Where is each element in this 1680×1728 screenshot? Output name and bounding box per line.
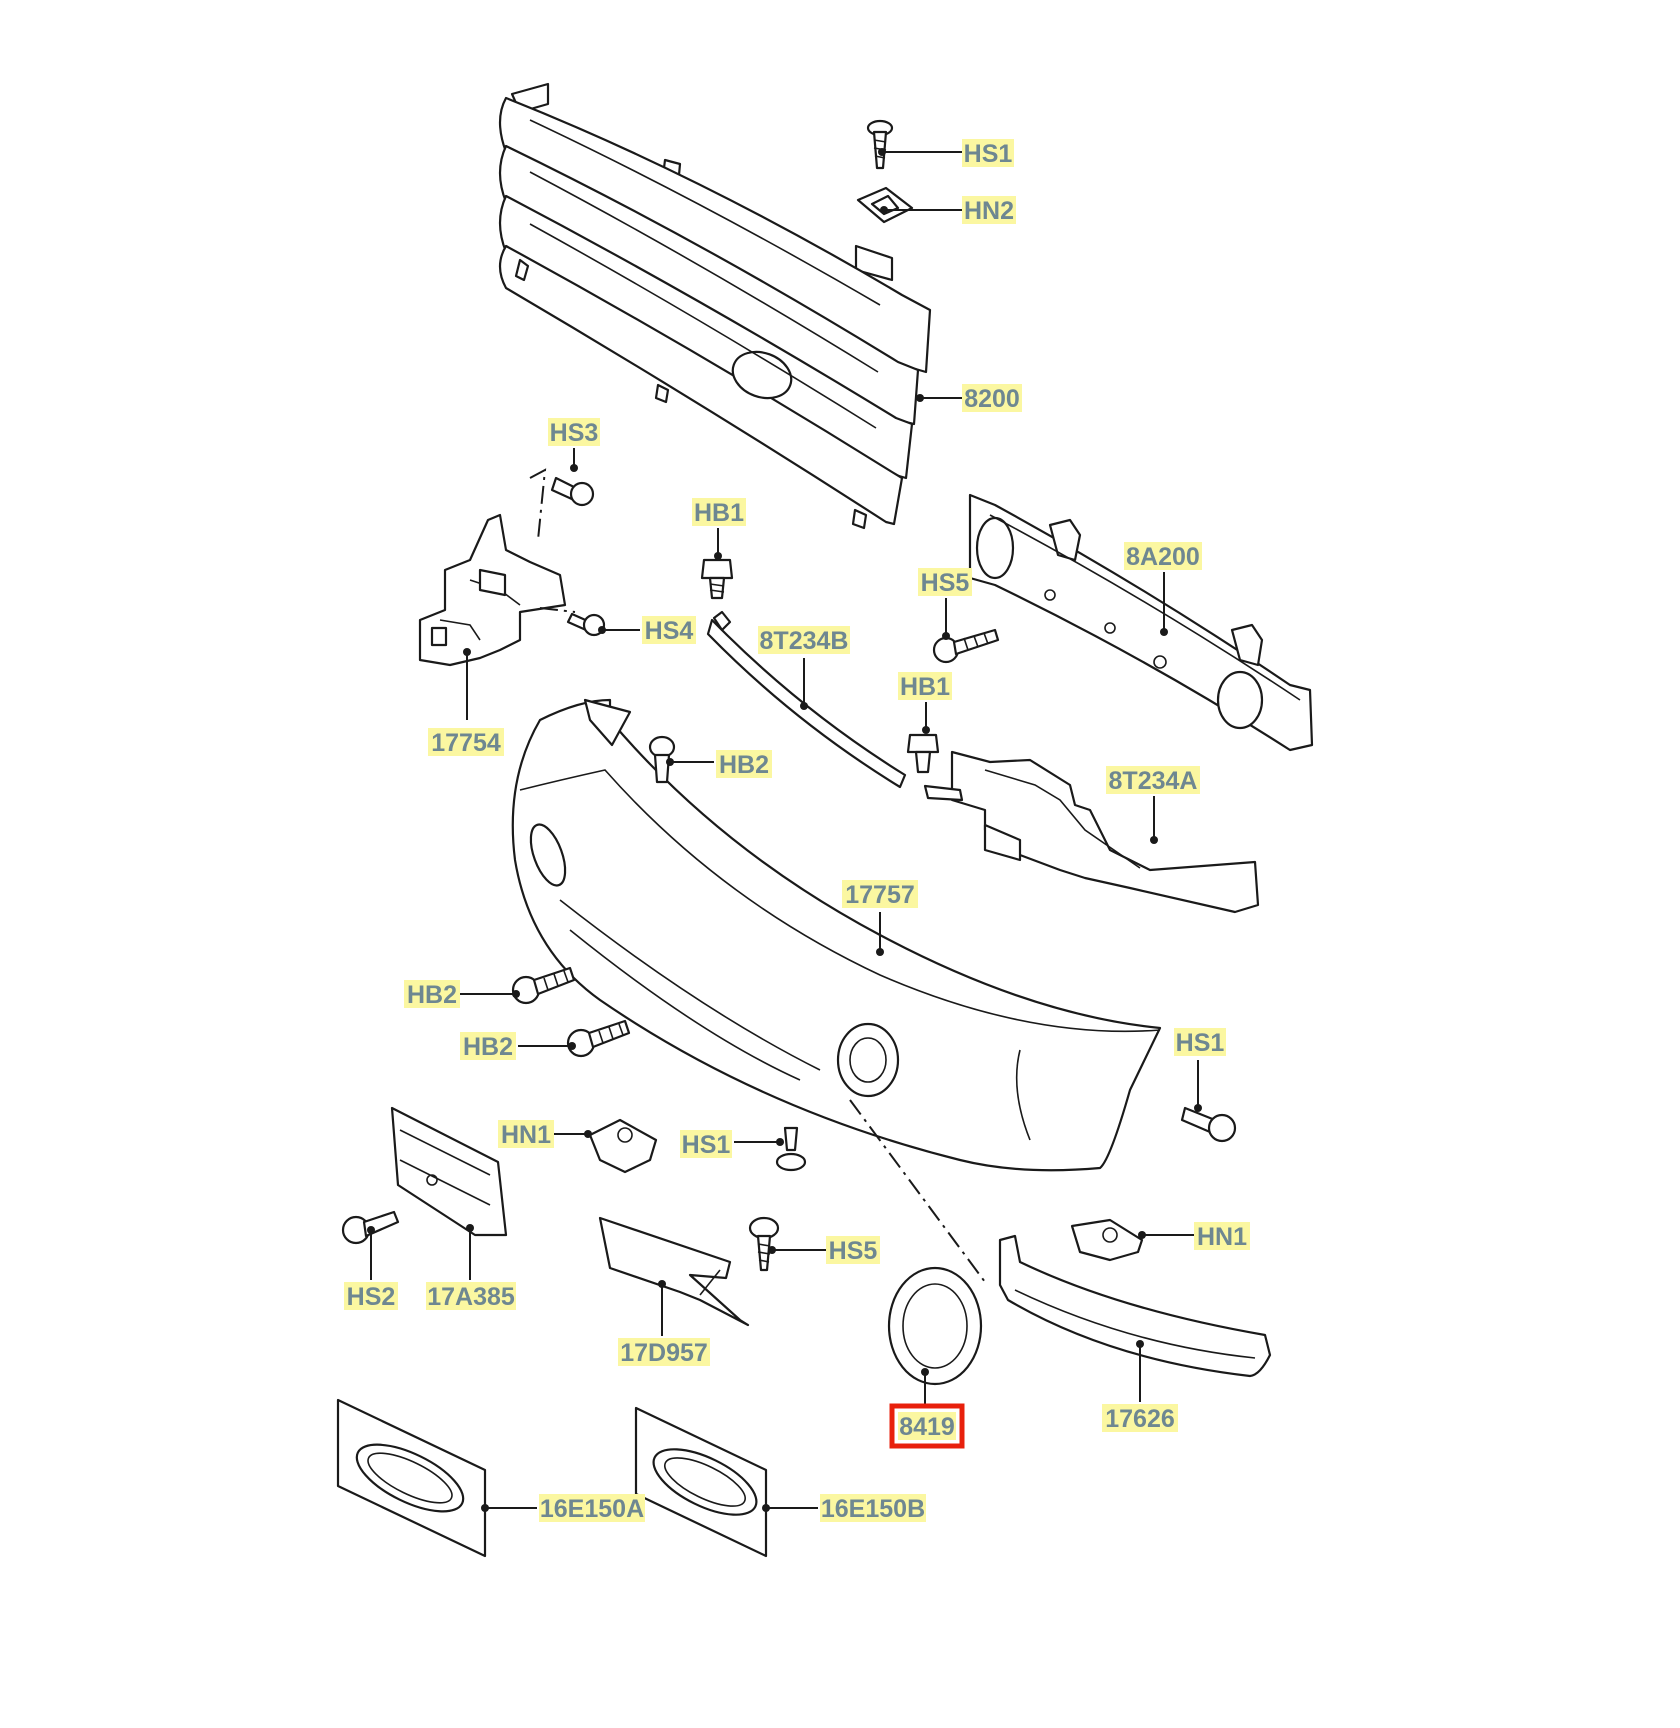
screw-hs1-right [1180,1106,1237,1143]
svg-text:8T234B: 8T234B [760,627,849,655]
svg-text:HB2: HB2 [463,1033,513,1061]
svg-text:HS5: HS5 [921,569,970,597]
strip-8t234b-part [706,610,907,789]
svg-text:HB2: HB2 [407,981,457,1009]
callout-hb2-top[interactable]: HB2 [716,750,772,779]
callout-8200[interactable]: 8200 [962,384,1022,413]
svg-text:HN2: HN2 [964,197,1014,225]
callout-hs1-bottom[interactable]: HS1 [680,1130,732,1159]
callout-8t234a[interactable]: 8T234A [1106,766,1200,795]
plate-16e150a-part [336,1398,487,1558]
callout-17626[interactable]: 17626 [1102,1404,1178,1433]
absorber-8t234a-part [923,750,1260,914]
leader-lines [367,148,1202,1512]
plate-17a385-part [390,1106,508,1237]
clip-hn1-right [1070,1218,1144,1262]
plate-16e150b-part [634,1406,768,1558]
svg-text:8200: 8200 [964,385,1020,413]
callout-17d957[interactable]: 17D957 [618,1338,710,1367]
bolt-hb1-left [700,558,734,600]
svg-text:16E150A: 16E150A [540,1495,644,1523]
callout-hs3[interactable]: HS3 [548,418,600,447]
highlight-box [889,1403,965,1449]
callout-hs5-top[interactable]: HS5 [918,568,972,597]
screw-hs5-top [932,628,1000,664]
callout-17757[interactable]: 17757 [842,880,918,909]
callout-8a200[interactable]: 8A200 [1124,542,1202,571]
callout-17a385[interactable]: 17A385 [426,1282,516,1311]
callout-8419[interactable]: 8419 [889,1403,965,1449]
callout-17754[interactable]: 17754 [428,728,504,757]
callout-hs1-right[interactable]: HS1 [1174,1028,1226,1057]
trim-17626-part [998,1234,1272,1378]
svg-text:17754: 17754 [431,729,501,757]
svg-text:17626: 17626 [1105,1405,1175,1433]
clip-hn1-left [588,1118,658,1174]
callout-hb1-left[interactable]: HB1 [692,498,746,527]
reinforcement-8a200-part [968,493,1314,752]
clip-hn2 [856,186,914,224]
callout-hb1-right[interactable]: HB1 [898,672,952,701]
screw-hs1-top [866,119,894,170]
grille-part [498,82,932,530]
bumper-17757-part [511,698,1162,1172]
svg-text:16E150B: 16E150B [821,1495,925,1523]
callout-hs1-top[interactable]: HS1 [962,139,1014,168]
callout-labels: HS1 HN2 8200 HS3 HB1 8A200 HS5 HS4 [344,139,1250,1523]
svg-text:17A385: 17A385 [427,1283,515,1311]
screw-hs5-bottom [748,1216,780,1272]
callout-hs2[interactable]: HS2 [344,1282,398,1311]
screw-hs1-bottom [775,1126,807,1172]
bracket-17754-part [418,513,567,667]
bolt-hb2-top [648,735,676,784]
callout-8t234b[interactable]: 8T234B [758,626,850,655]
callout-16e150b[interactable]: 16E150B [820,1494,926,1523]
callout-hb2-mid[interactable]: HB2 [404,980,460,1009]
svg-text:HS1: HS1 [964,140,1013,168]
bolt-hb1-right [906,733,940,774]
svg-text:HS1: HS1 [682,1131,731,1159]
svg-text:8A200: 8A200 [1126,543,1200,571]
svg-text:HS4: HS4 [645,617,694,645]
callout-hs4[interactable]: HS4 [642,616,696,645]
svg-text:17D957: 17D957 [620,1339,708,1367]
bolt-hb2-low [566,1019,631,1058]
svg-text:17757: 17757 [845,881,915,909]
callout-hn2[interactable]: HN2 [962,196,1016,225]
bolt-hb2-mid [511,966,576,1005]
svg-text:8419: 8419 [899,1413,955,1441]
callout-hn1-right[interactable]: HN1 [1194,1222,1250,1251]
svg-text:8T234A: 8T234A [1109,767,1198,795]
callout-hs5-bottom[interactable]: HS5 [826,1236,880,1265]
svg-text:HN1: HN1 [1197,1223,1247,1251]
callout-hn1-left[interactable]: HN1 [498,1120,554,1149]
svg-text:HB1: HB1 [900,673,950,701]
svg-text:HN1: HN1 [501,1121,551,1149]
bezel-8419-part [887,1266,983,1386]
svg-text:HB1: HB1 [694,499,744,527]
svg-text:HS1: HS1 [1176,1029,1225,1057]
callout-16e150a[interactable]: 16E150A [539,1494,645,1523]
svg-text:HS2: HS2 [347,1283,396,1311]
cover-17d957-part [598,1216,750,1327]
svg-text:HS3: HS3 [550,419,599,447]
svg-text:HS5: HS5 [829,1237,878,1265]
svg-text:HB2: HB2 [719,751,769,779]
screw-hs3 [550,476,595,507]
callout-hb2-low[interactable]: HB2 [460,1032,516,1061]
